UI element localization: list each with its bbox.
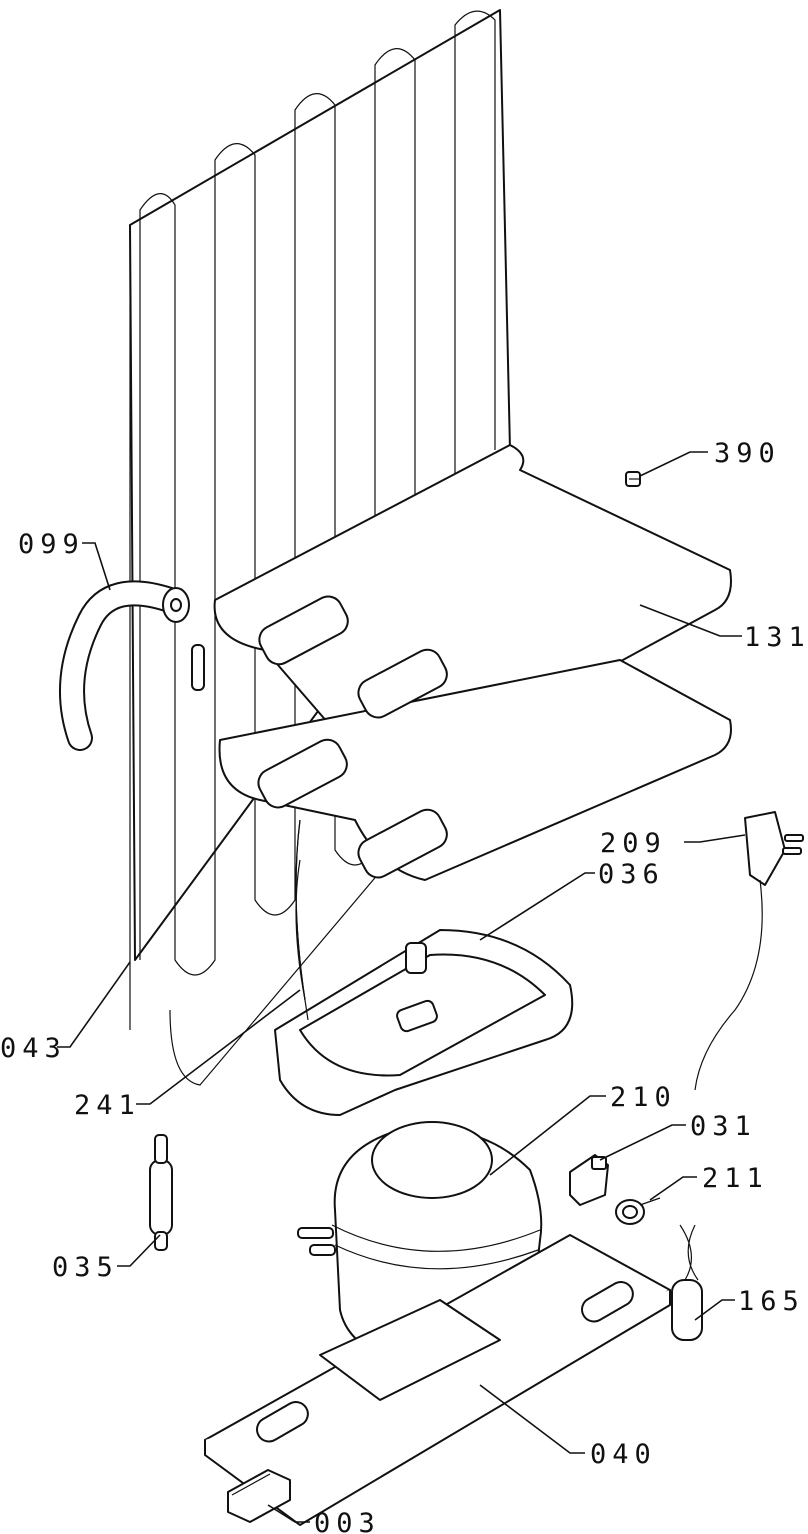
base-plate-040 [204,1234,671,1526]
label-211: 211 [702,1163,769,1194]
label-390: 390 [714,438,781,469]
label-031: 031 [690,1111,757,1142]
label-040: 040 [590,1439,657,1470]
label-165: 165 [738,1286,805,1317]
overload-211 [615,1197,661,1225]
label-003: 003 [314,1508,381,1534]
part-labels: 390 099 131 209 036 043 241 210 031 211 … [0,438,808,1534]
mains-plug-209 [694,811,804,1091]
capacitor-165 [671,1224,703,1341]
label-043: 043 [0,1033,67,1064]
screw-390 [625,471,641,487]
label-210: 210 [610,1082,677,1113]
drip-tray-036 [274,929,574,1116]
filter-drier-035 [149,1134,173,1251]
pipe-241 [295,859,309,1021]
terminal-box-003 [227,1469,291,1523]
relay-031 [569,1154,609,1206]
label-241: 241 [74,1090,141,1121]
label-209: 209 [600,828,667,859]
label-099: 099 [18,529,85,560]
label-036: 036 [598,859,665,890]
label-035: 035 [52,1252,119,1283]
suction-hose-099 [59,580,205,751]
label-131: 131 [744,622,808,653]
leader-lines [57,451,746,1523]
evaporator-shelves [213,444,732,1001]
